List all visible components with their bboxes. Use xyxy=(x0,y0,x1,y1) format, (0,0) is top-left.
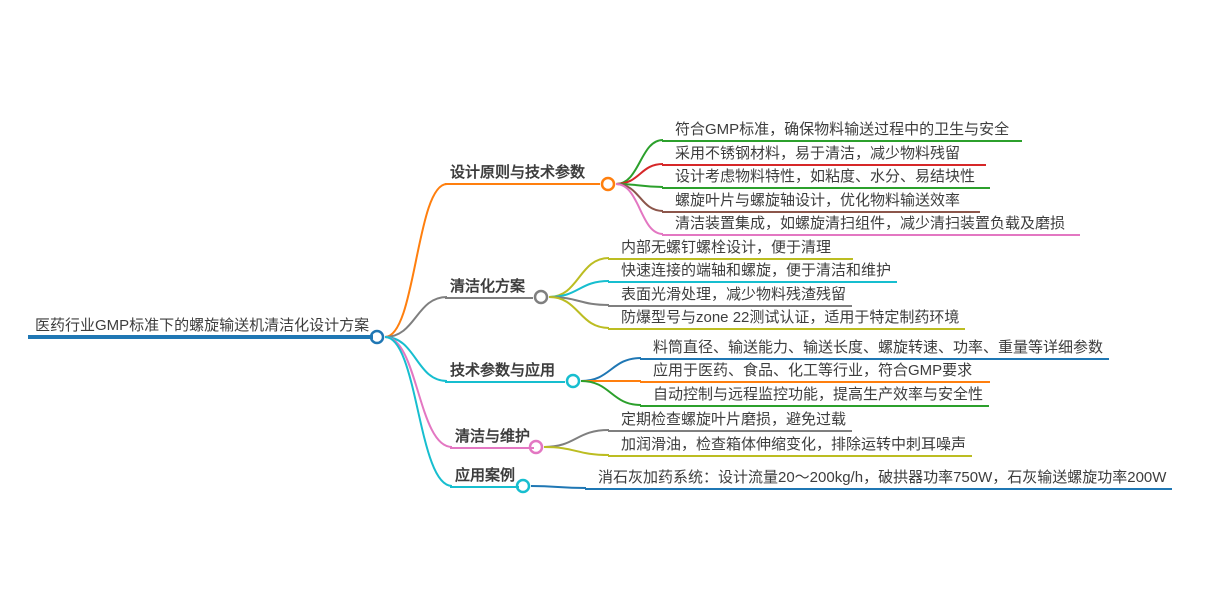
branch-design-toggle[interactable] xyxy=(600,176,616,192)
child-label: 清洁装置集成，如螺旋清扫组件，减少清扫装置负载及磨损 xyxy=(675,215,1066,232)
child-label: 设计考虑物料特性，如粘度、水分、易结块性 xyxy=(675,168,976,185)
branch-label: 技术参数与应用 xyxy=(450,362,556,379)
child-node[interactable]: 采用不锈钢材料，易于清洁，减少物料残留 xyxy=(662,145,986,166)
edge-root-to-branch-cleaning-plan xyxy=(384,296,448,338)
edge-branch0-child0 xyxy=(615,139,664,185)
child-label: 快速连接的端轴和螺旋，便于清洁和维护 xyxy=(621,262,892,279)
child-node[interactable]: 快速连接的端轴和螺旋，便于清洁和维护 xyxy=(608,262,898,283)
edge-root-to-branch-cases xyxy=(384,336,453,487)
child-node[interactable]: 设计考虑物料特性，如粘度、水分、易结块性 xyxy=(662,168,990,189)
edge-root-to-branch-maintenance xyxy=(384,336,453,448)
edge-branch2-child0 xyxy=(580,357,642,382)
branch-node-maintenance[interactable]: 清洁与维护 xyxy=(450,428,535,449)
child-node[interactable]: 内部无螺钉螺栓设计，便于清理 xyxy=(608,239,853,260)
child-node[interactable]: 自动控制与远程监控功能，提高生产效率与安全性 xyxy=(640,386,990,407)
child-node[interactable]: 应用于医药、食品、化工等行业，符合GMP要求 xyxy=(640,362,990,383)
child-label: 消石灰加药系统：设计流量20～200kg/h，破拱器功率750W，石灰输送螺旋功… xyxy=(598,469,1167,486)
child-node[interactable]: 消石灰加药系统：设计流量20～200kg/h，破拱器功率750W，石灰输送螺旋功… xyxy=(585,469,1173,490)
child-label: 表面光滑处理，减少物料残渣残留 xyxy=(621,286,847,303)
root-node[interactable]: 医药行业GMP标准下的螺旋输送机清洁化设计方案 xyxy=(28,316,374,339)
branch-tech-params-toggle[interactable] xyxy=(565,373,581,389)
child-label: 符合GMP标准，确保物料输送过程中的卫生与安全 xyxy=(675,121,1010,138)
child-label: 防爆型号与zone 22测试认证，适用于特定制药环境 xyxy=(621,309,960,326)
child-label: 螺旋叶片与螺旋轴设计，优化物料输送效率 xyxy=(675,192,961,209)
child-node[interactable]: 防爆型号与zone 22测试认证，适用于特定制药环境 xyxy=(608,309,966,330)
child-node[interactable]: 加润滑油，检查箱体伸缩变化，排除运转中刺耳噪声 xyxy=(608,436,973,457)
child-node[interactable]: 表面光滑处理，减少物料残渣残留 xyxy=(608,286,853,307)
edge-branch3-child1 xyxy=(543,446,610,456)
edge-branch3-child0 xyxy=(543,429,610,448)
child-label: 料筒直径、输送能力、输送长度、螺旋转速、功率、重量等详细参数 xyxy=(653,339,1104,356)
child-label: 应用于医药、食品、化工等行业，符合GMP要求 xyxy=(653,362,973,379)
edge-branch2-child2 xyxy=(580,380,642,406)
branch-node-design-principles[interactable]: 设计原则与技术参数 xyxy=(445,164,600,185)
child-node[interactable]: 螺旋叶片与螺旋轴设计，优化物料输送效率 xyxy=(662,192,980,213)
branch-node-cleaning-plan[interactable]: 清洁化方案 xyxy=(445,278,533,299)
branch-label: 应用案例 xyxy=(455,467,516,484)
edge-root-to-branch-tech-params xyxy=(384,336,448,382)
child-label: 自动控制与远程监控功能，提高生产效率与安全性 xyxy=(653,386,984,403)
child-label: 内部无螺钉螺栓设计，便于清理 xyxy=(621,239,832,256)
child-label: 加润滑油，检查箱体伸缩变化，排除运转中刺耳噪声 xyxy=(621,436,967,453)
edge-root-to-branch-design xyxy=(384,183,448,338)
child-label: 采用不锈钢材料，易于清洁，减少物料残留 xyxy=(675,145,961,162)
root-label: 医药行业GMP标准下的螺旋输送机清洁化设计方案 xyxy=(35,317,370,334)
child-node[interactable]: 料筒直径、输送能力、输送长度、螺旋转速、功率、重量等详细参数 xyxy=(640,339,1110,360)
edge-branch0-child4 xyxy=(615,183,664,235)
branch-node-cases[interactable]: 应用案例 xyxy=(450,467,520,488)
branch-node-tech-params[interactable]: 技术参数与应用 xyxy=(445,362,565,383)
edge-branch4-child0 xyxy=(530,485,587,489)
child-label: 定期检查螺旋叶片磨损，避免过载 xyxy=(621,411,847,428)
branch-label: 清洁化方案 xyxy=(450,278,526,295)
child-node[interactable]: 符合GMP标准，确保物料输送过程中的卫生与安全 xyxy=(662,121,1022,142)
branch-label: 设计原则与技术参数 xyxy=(450,164,586,181)
edge-branch0-child1 xyxy=(615,163,664,185)
child-node[interactable]: 清洁装置集成，如螺旋清扫组件，减少清扫装置负载及磨损 xyxy=(662,215,1080,236)
branch-cleaning-plan-toggle[interactable] xyxy=(533,289,549,305)
child-node[interactable]: 定期检查螺旋叶片磨损，避免过载 xyxy=(608,411,853,432)
branch-label: 清洁与维护 xyxy=(455,428,531,445)
edge-branch1-child0 xyxy=(548,257,610,298)
edge-branch1-child3 xyxy=(548,296,610,329)
